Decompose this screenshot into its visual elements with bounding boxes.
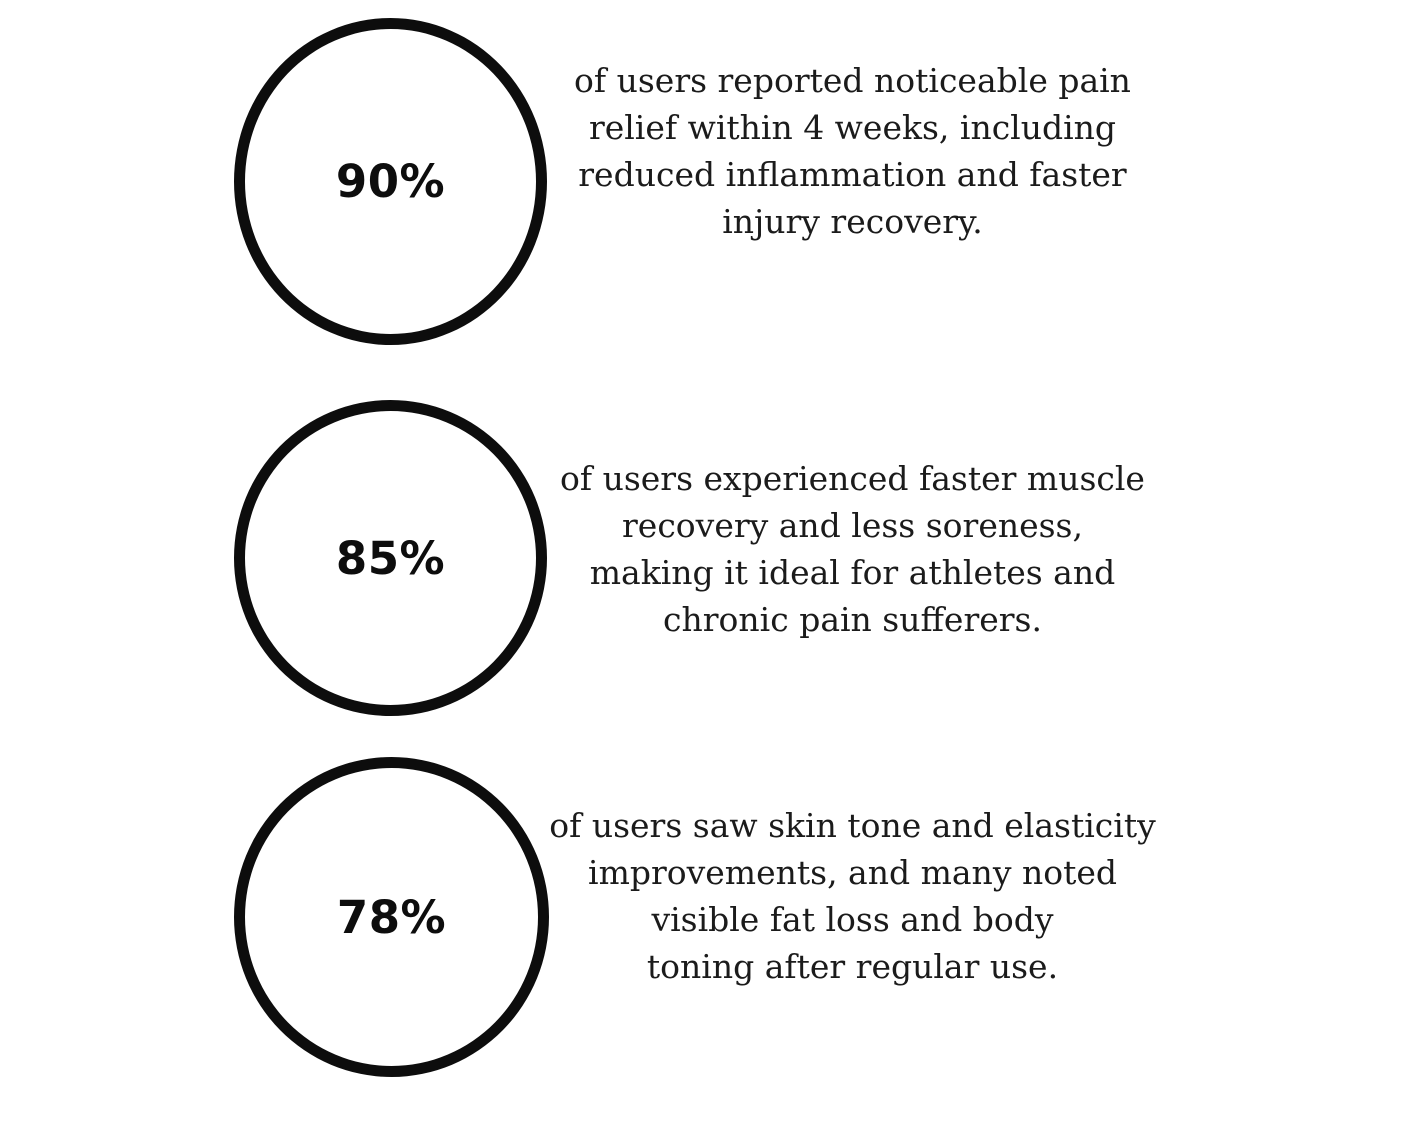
stat-percent-78: 78% bbox=[336, 890, 447, 944]
stat-description-line: relief within 4 weeks, including bbox=[588, 108, 1117, 147]
stat-circle-85: 85% bbox=[234, 400, 547, 716]
stat-description-line: of users reported noticeable pain bbox=[574, 61, 1131, 100]
stat-percent-85: 85% bbox=[335, 531, 446, 585]
stat-description-line: reduced inflammation and faster bbox=[578, 155, 1127, 194]
stat-description-line: making it ideal for athletes and bbox=[589, 553, 1116, 592]
stat-percent-90: 90% bbox=[335, 155, 446, 208]
stat-description-line: of users saw skin tone and elasticity bbox=[549, 806, 1156, 845]
stat-description-pain-relief: of users reported noticeable pain relief… bbox=[530, 57, 1175, 245]
stat-description-line: injury recovery. bbox=[722, 202, 983, 241]
stat-description-line: of users experienced faster muscle bbox=[560, 459, 1145, 498]
stat-description-line: improvements, and many noted bbox=[588, 853, 1117, 892]
stat-description-line: visible fat loss and body bbox=[651, 900, 1054, 939]
stat-description-muscle-recovery: of users experienced faster muscle recov… bbox=[530, 455, 1175, 643]
stat-description-line: chronic pain sufferers. bbox=[663, 600, 1042, 639]
stat-description-line: toning after regular use. bbox=[646, 947, 1059, 986]
stat-description-skin-tone: of users saw skin tone and elasticity im… bbox=[530, 802, 1175, 990]
stat-circle-90: 90% bbox=[234, 18, 547, 345]
stat-description-line: recovery and less soreness, bbox=[622, 506, 1083, 545]
stat-circle-78: 78% bbox=[234, 757, 549, 1077]
